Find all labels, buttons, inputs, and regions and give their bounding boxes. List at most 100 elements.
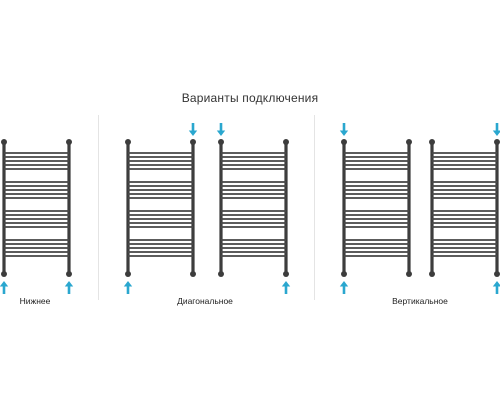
page-title: Варианты подключения	[181, 91, 319, 105]
radiator-rung	[221, 152, 286, 154]
radiator-rung	[432, 243, 497, 245]
radiator-rung	[128, 214, 193, 216]
radiator-rung	[432, 251, 497, 253]
radiator-rung	[128, 222, 193, 224]
radiator-5	[429, 139, 500, 277]
radiator-rung	[4, 255, 69, 257]
radiator-rung	[432, 210, 497, 212]
radiator-rung	[128, 247, 193, 249]
radiator-rung	[432, 185, 497, 187]
radiator-rung	[344, 197, 409, 199]
arrow-head	[339, 281, 349, 287]
label-diagonal-connection: Диагональное	[177, 296, 233, 306]
radiator-rung	[221, 226, 286, 228]
radiator-rung	[128, 251, 193, 253]
radiator-rung	[221, 218, 286, 220]
radiator-rung	[128, 185, 193, 187]
radiator-1	[1, 139, 72, 277]
radiator-rung	[4, 210, 69, 212]
radiator-rung	[128, 243, 193, 245]
radiator-rung	[344, 185, 409, 187]
radiator-rung	[221, 164, 286, 166]
radiator-rung	[4, 168, 69, 170]
radiators-layer	[1, 139, 500, 277]
label-bottom-connection: Нижнее	[19, 296, 51, 306]
radiator-rung	[4, 189, 69, 191]
radiator-rung	[344, 210, 409, 212]
radiator-rung	[344, 218, 409, 220]
arrow-head	[123, 281, 133, 287]
radiator-rung	[221, 243, 286, 245]
radiator-rung	[221, 168, 286, 170]
radiator-rung	[344, 239, 409, 241]
radiator-rung	[432, 189, 497, 191]
radiator-rung	[221, 197, 286, 199]
arrow-icon-vertical-1-top	[339, 123, 349, 136]
radiator-rung	[221, 210, 286, 212]
radiator-rung	[4, 197, 69, 199]
radiator-rung	[432, 156, 497, 158]
arrow-head	[64, 281, 74, 287]
arrow-icon-vertical-1-bottom	[339, 281, 349, 294]
arrow-head	[0, 281, 9, 287]
radiator-rung	[4, 218, 69, 220]
radiator-rung	[344, 247, 409, 249]
radiator-rung	[432, 239, 497, 241]
radiator-rung	[4, 193, 69, 195]
radiator-rung	[128, 156, 193, 158]
radiator-rung	[128, 152, 193, 154]
radiator-rung	[128, 197, 193, 199]
radiator-rung	[128, 164, 193, 166]
radiator-rung	[4, 152, 69, 154]
radiator-rung	[4, 239, 69, 241]
radiator-rung	[432, 193, 497, 195]
radiator-rung	[4, 181, 69, 183]
radiator-rung	[432, 181, 497, 183]
arrow-head	[339, 130, 349, 136]
radiator-rung	[4, 214, 69, 216]
radiator-rung	[4, 164, 69, 166]
radiator-4	[341, 139, 412, 277]
radiator-rung	[344, 193, 409, 195]
arrow-icon-bottom-left	[0, 281, 9, 294]
radiator-rung	[221, 156, 286, 158]
radiator-rung	[221, 239, 286, 241]
radiator-rung	[221, 185, 286, 187]
radiator-rung	[4, 185, 69, 187]
radiator-rung	[344, 222, 409, 224]
arrow-icon-vertical-2-top	[492, 123, 500, 136]
radiator-rung	[221, 251, 286, 253]
radiator-rung	[128, 168, 193, 170]
radiator-rung	[432, 255, 497, 257]
radiator-rung	[432, 247, 497, 249]
radiator-rung	[432, 226, 497, 228]
radiator-rung	[344, 160, 409, 162]
radiator-rung	[432, 197, 497, 199]
radiator-3	[218, 139, 289, 277]
radiator-rung	[221, 222, 286, 224]
radiator-rung	[344, 181, 409, 183]
radiator-rung	[344, 251, 409, 253]
radiator-rung	[4, 226, 69, 228]
arrow-icon-diagonal-2-bottom	[281, 281, 291, 294]
radiator-rung	[344, 156, 409, 158]
radiator-rung	[4, 160, 69, 162]
radiator-rung	[344, 152, 409, 154]
radiator-rung	[432, 164, 497, 166]
radiator-rung	[344, 168, 409, 170]
radiator-rung	[344, 189, 409, 191]
radiator-2	[125, 139, 196, 277]
arrow-head	[492, 281, 500, 287]
radiator-rung	[128, 226, 193, 228]
radiator-rung	[344, 226, 409, 228]
radiator-rung	[221, 193, 286, 195]
radiator-rung	[128, 193, 193, 195]
divider-left	[98, 115, 99, 300]
radiator-rung	[128, 255, 193, 257]
radiator-rung	[221, 189, 286, 191]
radiator-rung	[344, 164, 409, 166]
radiator-rung	[344, 214, 409, 216]
arrow-icon-bottom-right	[64, 281, 74, 294]
arrow-head	[492, 130, 500, 136]
